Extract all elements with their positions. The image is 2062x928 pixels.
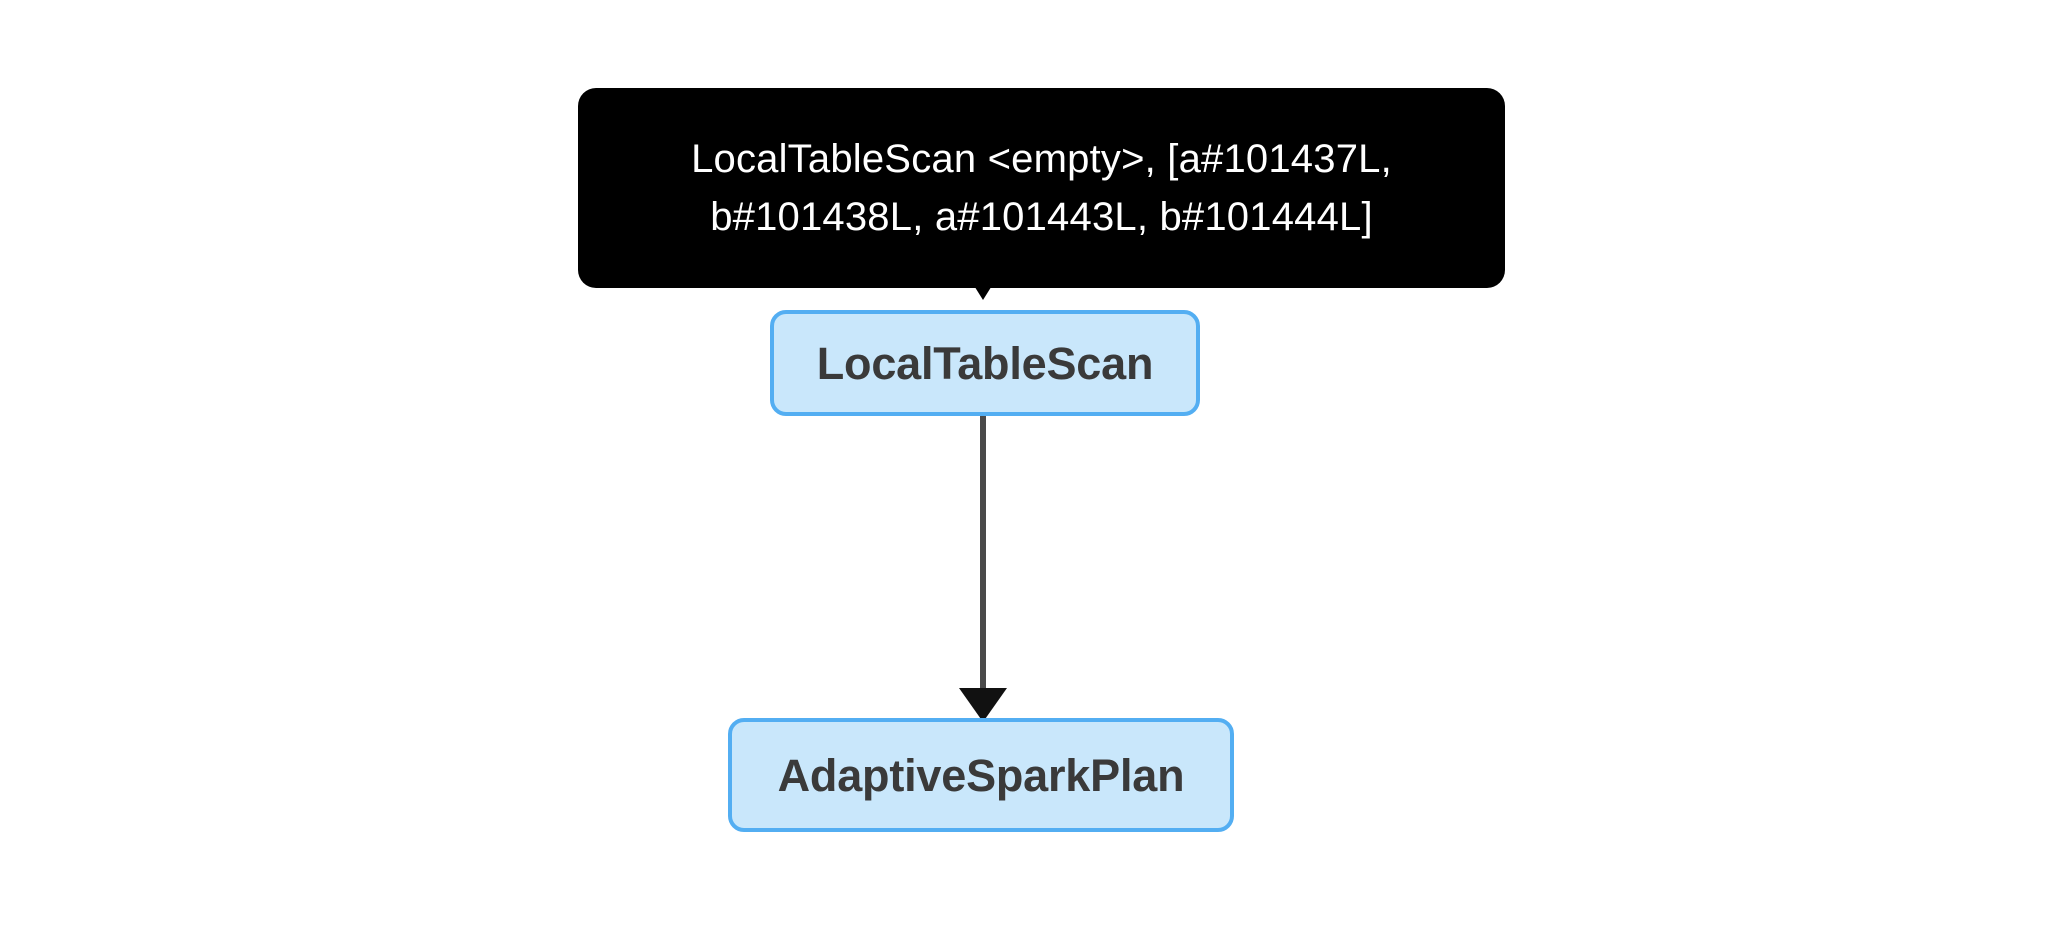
tooltip-line-2: b#101438L, a#101443L, b#101444L] <box>710 195 1373 239</box>
plan-node-label: AdaptiveSparkPlan <box>777 749 1185 801</box>
plan-node-label: LocalTableScan <box>816 337 1154 389</box>
node-detail-tooltip: LocalTableScan <empty>, [a#101437L, b#10… <box>578 88 1505 288</box>
edge-localtablescan-to-adaptivesparkplan <box>959 416 1007 722</box>
plan-node-localtablescan[interactable]: LocalTableScan <box>770 310 1200 416</box>
arrowhead-icon <box>959 688 1007 722</box>
tooltip-line-1: LocalTableScan <empty>, [a#101437L, <box>691 137 1392 181</box>
plan-node-adaptivesparkplan[interactable]: AdaptiveSparkPlan <box>728 718 1234 832</box>
